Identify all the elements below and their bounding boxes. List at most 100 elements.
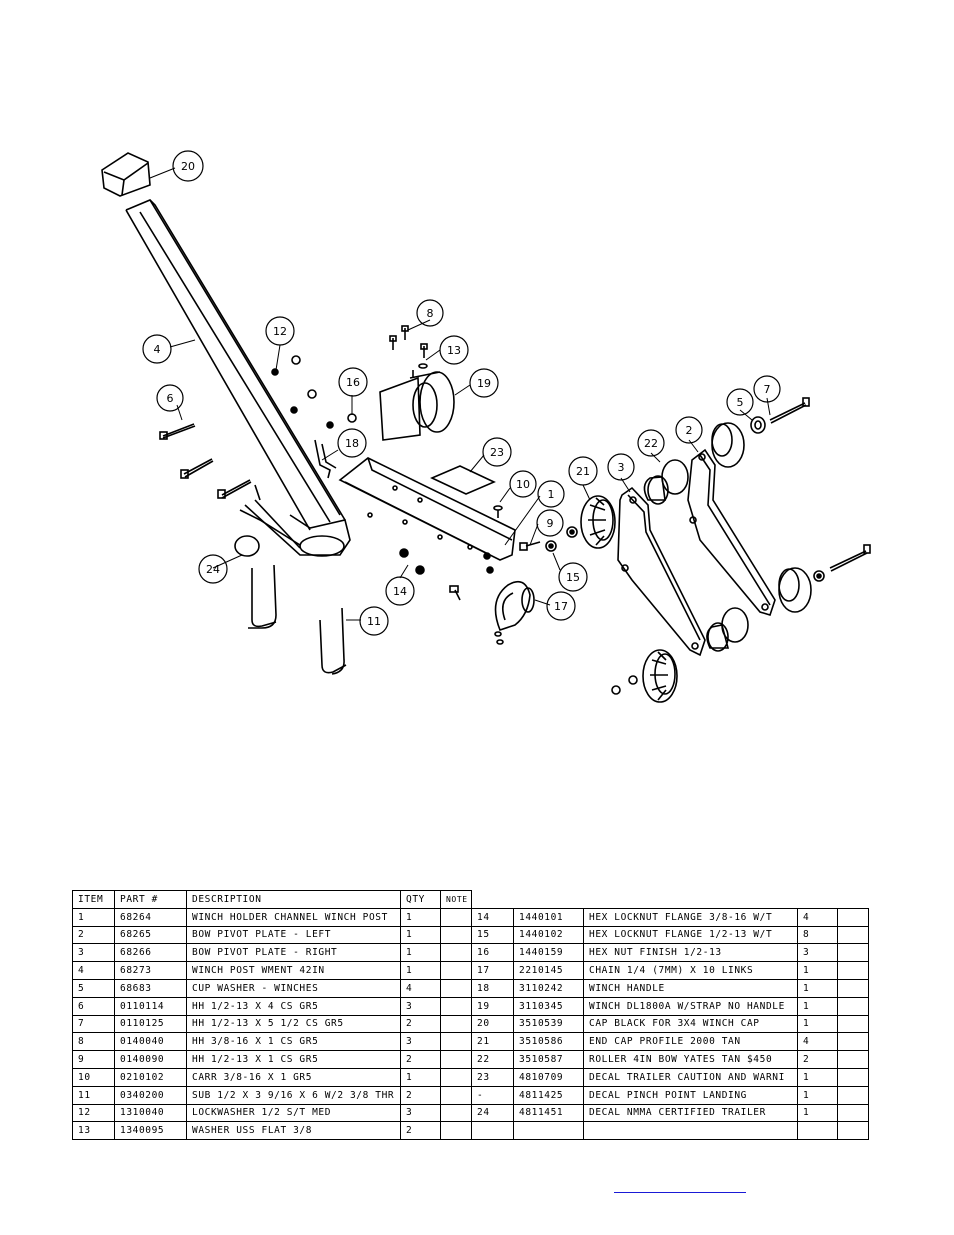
part-15-locknuts	[545, 526, 825, 695]
cell-description: HH 3/8-16 X 1 CS GR5	[186, 1032, 401, 1052]
cell-item: -	[471, 1085, 514, 1105]
cell-description: HEX LOCKNUT FLANGE 1/2-13 W/T	[583, 925, 798, 945]
cell-item: 15	[471, 925, 514, 945]
header-part: PART #	[114, 890, 187, 909]
cell-note	[440, 1032, 472, 1052]
cell-part-number: 4811425	[513, 1085, 584, 1105]
cell-part-number: 68265	[114, 925, 187, 945]
cell-description: ROLLER 4IN BOW YATES TAN $450	[583, 1050, 798, 1069]
part-10-carriage-bolt	[493, 505, 503, 518]
cell-part-number: 68273	[114, 961, 187, 980]
cell-note	[837, 1121, 869, 1141]
cell-note	[837, 1050, 869, 1069]
cell-note	[440, 978, 472, 998]
cell-item: 20	[471, 1014, 514, 1034]
part-24-decal	[234, 535, 260, 557]
cell-note	[837, 943, 869, 963]
exploded-assembly-drawing: 20 4 6 12 16 18 8 13 19 23 10 1 9 15 17 …	[101, 150, 871, 703]
cell-item: 21	[471, 1032, 514, 1052]
part-3-pivot-plate-right	[617, 486, 706, 657]
cell-item: 7	[72, 1014, 115, 1034]
cell-qty: 4	[797, 907, 838, 927]
cell-item: 8	[72, 1032, 115, 1052]
cell-qty	[797, 1121, 838, 1141]
cell-note	[837, 1014, 869, 1034]
cell-description: DECAL PINCH POINT LANDING	[583, 1085, 798, 1105]
cell-qty: 2	[797, 1050, 838, 1069]
cell-description: CARR 3/8-16 X 1 GR5	[186, 1067, 401, 1087]
part-8-13-bolts	[389, 325, 428, 369]
cell-item: 23	[471, 1067, 514, 1087]
callout-21: 21	[576, 465, 590, 478]
callout-6: 6	[167, 392, 174, 405]
cell-qty: 2	[400, 1085, 441, 1105]
part-9-bolts	[449, 541, 541, 601]
cell-description: WASHER USS FLAT 3/8	[186, 1121, 401, 1141]
callout-3: 3	[618, 461, 625, 474]
footer-link-underline[interactable]	[614, 1192, 746, 1193]
cell-item: 2	[72, 925, 115, 945]
cell-part-number: 68266	[114, 943, 187, 963]
cell-part-number: 1310040	[114, 1103, 187, 1123]
cell-note	[440, 1067, 472, 1087]
cell-note	[837, 925, 869, 945]
cell-note	[837, 996, 869, 1016]
cell-note	[837, 1085, 869, 1105]
cell-qty: 4	[797, 1032, 838, 1052]
cell-note	[837, 907, 869, 927]
cell-qty: 1	[400, 1067, 441, 1087]
cell-item: 17	[471, 961, 514, 980]
cell-item: 11	[72, 1085, 115, 1105]
part-23-decal	[430, 465, 496, 495]
cell-item	[471, 1121, 514, 1141]
cell-qty: 1	[400, 961, 441, 980]
cell-item: 16	[471, 943, 514, 963]
cell-note	[837, 1103, 869, 1123]
callout-14: 14	[393, 585, 407, 598]
callout-labels: 20 4 6 12 16 18 8 13 19 23 10 1 9 15 17 …	[154, 160, 771, 628]
callout-23: 23	[490, 446, 504, 459]
part-20-cap	[101, 152, 151, 197]
cell-part-number: 3510586	[513, 1032, 584, 1052]
cell-note	[440, 925, 472, 945]
part-22-rollers	[643, 459, 749, 652]
cell-item: 9	[72, 1050, 115, 1069]
cell-note	[440, 1085, 472, 1105]
callout-7: 7	[764, 383, 771, 396]
cell-part-number: 3110345	[513, 996, 584, 1016]
cell-description	[583, 1121, 798, 1141]
callout-16: 16	[346, 376, 360, 389]
header-item: ITEM	[72, 890, 115, 909]
cell-note	[440, 1050, 472, 1069]
cell-item: 5	[72, 978, 115, 998]
cell-description: LOCKWASHER 1/2 S/T MED	[186, 1103, 401, 1123]
cell-note	[440, 996, 472, 1016]
cell-qty: 3	[400, 1032, 441, 1052]
cell-qty: 1	[797, 1103, 838, 1123]
cell-item: 14	[471, 907, 514, 927]
cell-description: DECAL NMMA CERTIFIED TRAILER	[583, 1103, 798, 1123]
cell-item: 10	[72, 1067, 115, 1087]
cell-part-number: 0140090	[114, 1050, 187, 1069]
cell-qty: 1	[400, 943, 441, 963]
cell-qty: 1	[400, 925, 441, 945]
cell-description: BOW PIVOT PLATE - RIGHT	[186, 943, 401, 963]
cell-part-number: 0210102	[114, 1067, 187, 1087]
callout-5: 5	[737, 396, 744, 409]
cell-part-number: 1440101	[513, 907, 584, 927]
cell-note	[837, 978, 869, 998]
cell-description: WINCH HANDLE	[583, 978, 798, 998]
cell-description: HH 1/2-13 X 1 CS GR5	[186, 1050, 401, 1069]
cell-qty: 1	[400, 907, 441, 927]
callout-11: 11	[367, 615, 381, 628]
callout-bubbles	[142, 150, 781, 636]
callout-4: 4	[154, 343, 161, 356]
cell-description: WINCH POST WMENT 42IN	[186, 961, 401, 980]
